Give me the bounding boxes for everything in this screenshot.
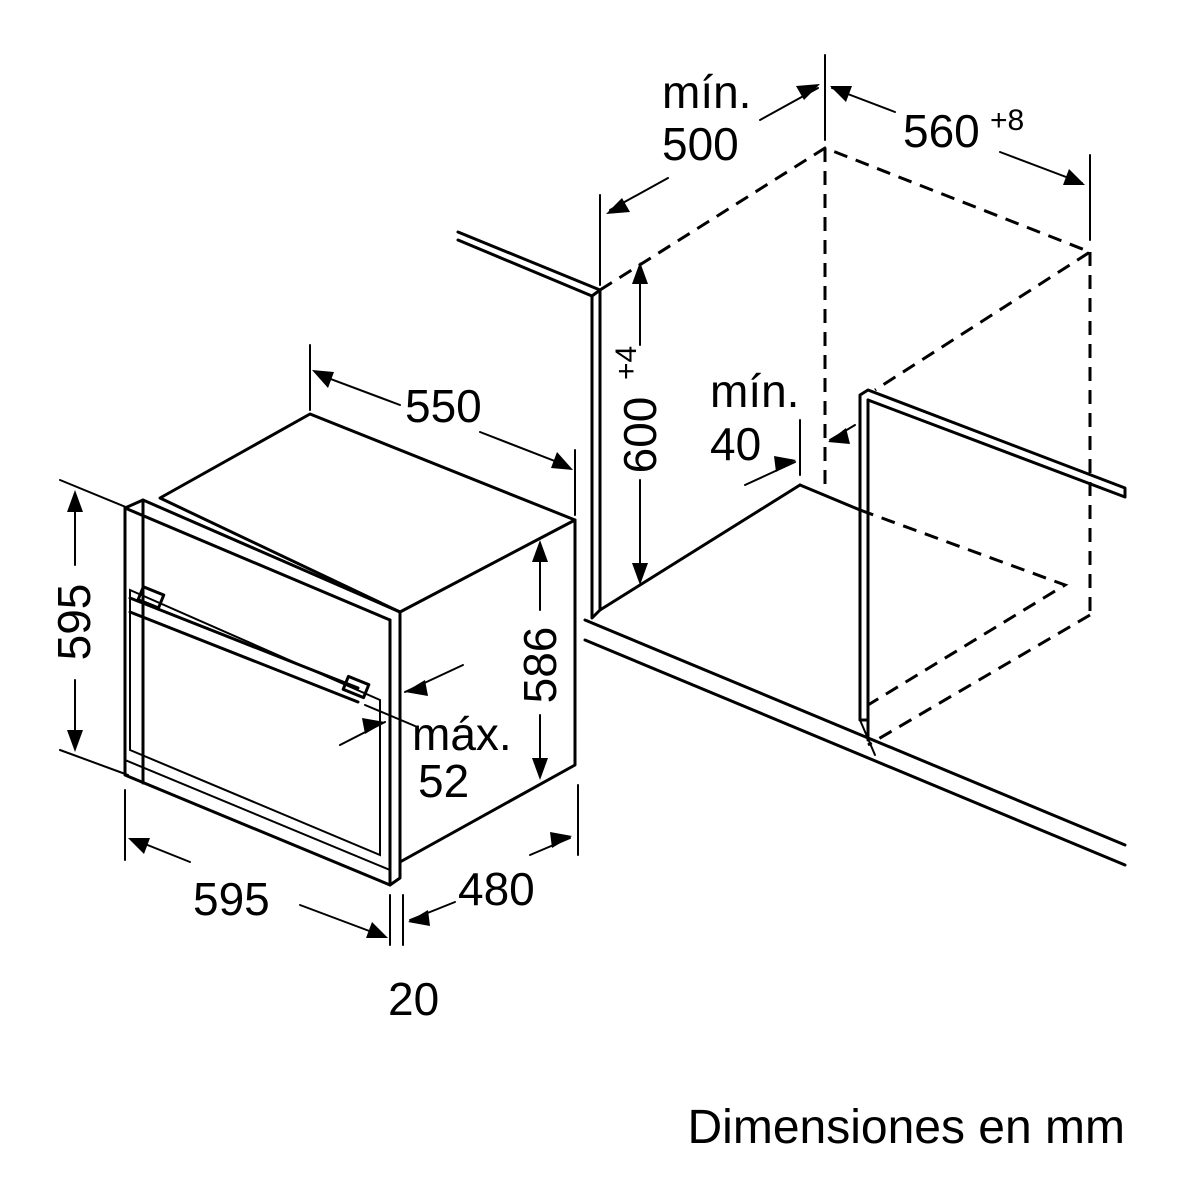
label-oven-body-height: 586: [514, 627, 566, 704]
niche-floor-right: [798, 483, 862, 512]
label-oven-depth-top: 550: [405, 380, 482, 432]
oven-door-window: [129, 588, 381, 857]
niche-left-panel: [590, 288, 602, 620]
niche-tick: [859, 719, 876, 756]
label-niche-height: 600: [614, 397, 666, 474]
label-handle-prefix: máx.: [412, 708, 512, 760]
floor-front: [583, 618, 1127, 847]
label-floor-gap-prefix: mín.: [710, 365, 799, 417]
niche-dashed-front-bottom: [867, 613, 1091, 747]
oven-handle: [128, 585, 371, 704]
caption-units: Dimensiones en mm: [688, 1101, 1125, 1154]
label-niche-depth: 500: [662, 118, 739, 170]
oven: [123, 412, 577, 887]
niche-floor-back: [598, 483, 802, 612]
label-niche-width: 560: [903, 105, 980, 157]
label-oven-body-depth: 480: [458, 863, 535, 915]
label-niche-width-tolerance: +8: [990, 104, 1024, 137]
counter-left-bottom: [456, 238, 594, 298]
label-handle-projection: 52: [418, 755, 469, 807]
label-niche-depth-prefix: mín.: [662, 66, 751, 118]
niche-dashed-bottom: [859, 508, 1069, 707]
floor-front-2: [583, 638, 1127, 867]
niche-right-panel: [858, 388, 1127, 722]
label-front-panel: 20: [388, 973, 439, 1025]
label-niche-height-tolerance: +4: [610, 346, 643, 380]
dimension-lines: [59, 54, 1091, 946]
oven-front-top: [123, 506, 392, 622]
oven-bottom-strip: [124, 759, 391, 871]
label-floor-gap: 40: [710, 418, 761, 470]
oven-front-panel: [123, 498, 402, 887]
niche-dashed-top: [599, 146, 1094, 392]
label-oven-width-bottom: 595: [193, 873, 270, 925]
label-oven-height-left: 595: [48, 584, 100, 661]
niche: [456, 146, 1127, 867]
oven-body-side: [398, 518, 577, 864]
counter-left-top: [456, 230, 602, 292]
